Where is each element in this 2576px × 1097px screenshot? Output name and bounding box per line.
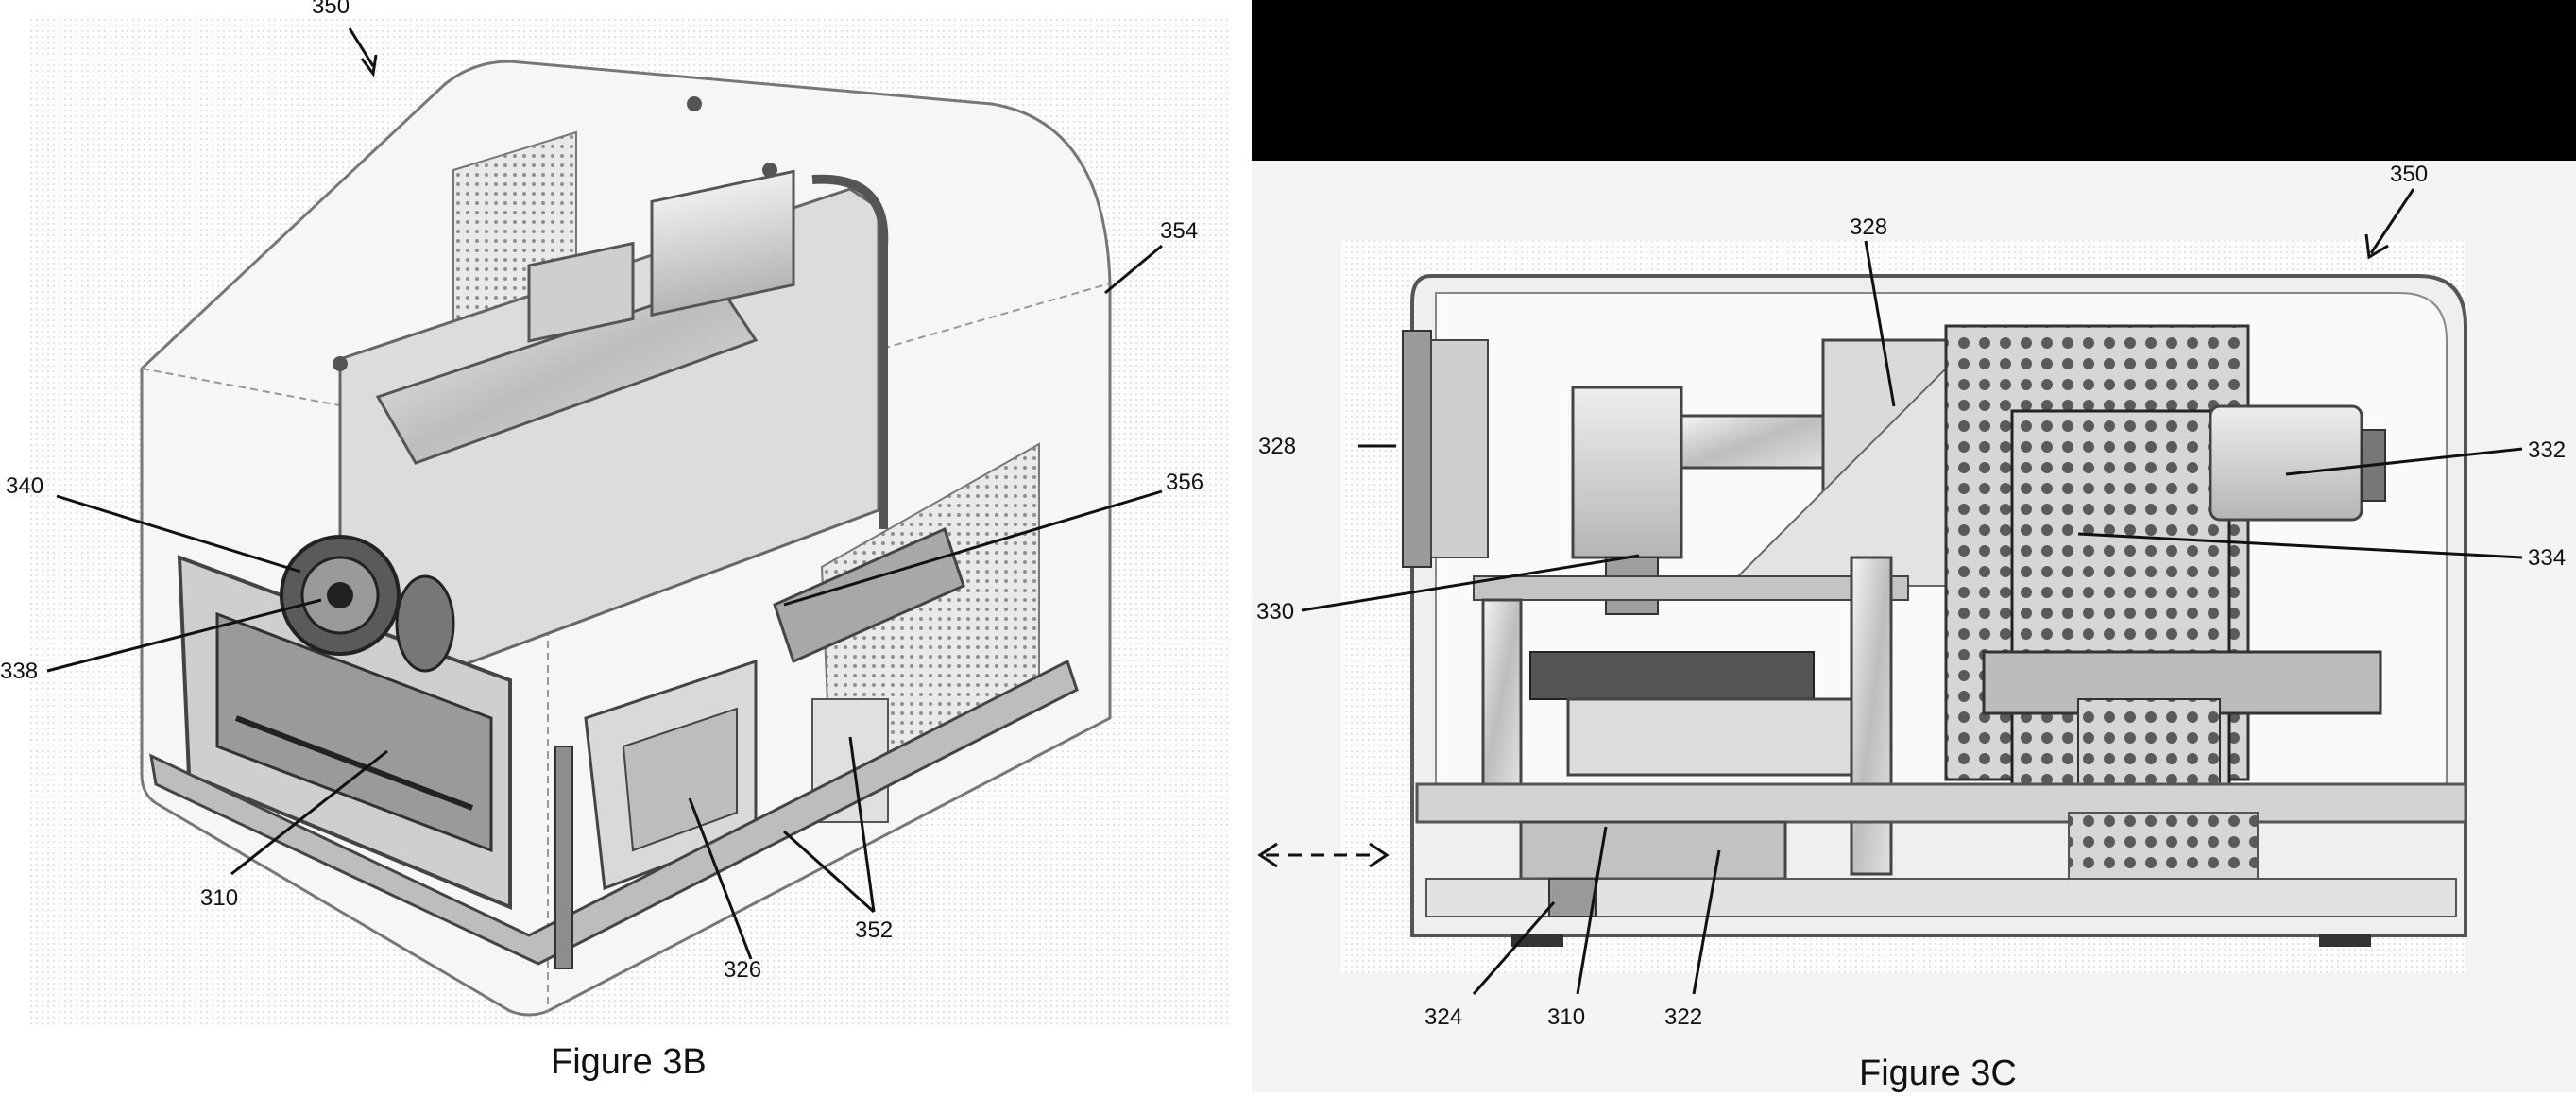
door-hinge-block [1430,339,1489,558]
lens-housing [527,241,635,343]
ref-label: 310 [1547,1004,1585,1030]
leader-330 [1301,554,1640,612]
motor-332 [2209,404,2363,522]
ref-label: 322 [1664,1004,1702,1030]
optical-column [1571,386,1683,559]
support-post [1850,556,1893,876]
ref-label: 350 [2390,162,2428,187]
housing-edge [141,283,1111,446]
black-band [1252,0,2576,161]
cartridge-deck [1529,651,1815,700]
front-slot [234,715,474,811]
leader-356 [783,489,1163,607]
drawer-322 [1519,820,1787,881]
leader-324 [1472,901,1556,995]
cartridge-face [622,707,738,852]
arrow-350 [360,54,378,77]
manifold-perforation [2077,698,2221,795]
figure-3c: 350 328 328 332 334 330 324 310 322 Figu… [1252,0,2576,1093]
pump-assembly [773,526,965,664]
leader-326 [688,797,753,960]
figure-caption: Figure 3B [551,1042,707,1082]
ref-label: 328 [1258,434,1296,459]
leader-352 [848,736,876,913]
ref-label: 334 [2528,545,2566,571]
leader-310 [1576,826,1608,995]
leader-328-top [1864,240,1896,407]
ref-label: 354 [1160,218,1198,244]
drawer-perforation [2068,812,2259,880]
ref-label: 326 [724,957,761,983]
housing-screw [687,96,702,111]
ref-label: 340 [6,473,43,499]
leader-350 [2369,188,2415,254]
arrow-head-left [1257,842,1278,868]
gear-center [327,582,353,608]
base-plate [149,659,1079,966]
frame-handle [811,174,889,529]
ref-label: 356 [1166,470,1203,495]
leader-310 [230,749,388,876]
stage-plate [1473,575,1909,601]
ref-label: 328 [1850,214,1887,240]
housing-screw [333,356,348,371]
leader-338 [46,598,322,673]
leader-352 [782,830,876,914]
door-panel [1402,330,1432,568]
drawer-rail [1415,782,2467,824]
leader-340 [56,494,301,574]
figure-caption: Figure 3C [1859,1054,2017,1092]
drawer-latch [1548,878,1597,917]
ref-label: 352 [855,917,893,943]
coupling-shaft [1680,414,1825,470]
motor-block [650,169,795,317]
leader-354 [1104,244,1163,295]
support-post [554,746,573,969]
cartridge-tray [1566,697,1853,777]
ref-label: 350 [312,0,350,19]
support-post [1481,598,1523,791]
arrow-350 [2364,233,2389,260]
ref-label: 324 [1424,1004,1462,1030]
shaft-collar [395,574,455,673]
leader-332 [2285,447,2523,476]
ref-label: 310 [200,885,238,911]
drawer-base [1425,878,2457,917]
leader-334 [2077,532,2523,559]
ref-label: 332 [2528,437,2566,463]
figure-3b: 350 354 340 356 338 310 326 352 Figure 3… [0,0,1228,1082]
arrow-head-right [1369,842,1390,868]
ref-label: 338 [0,659,38,684]
leader-322 [1692,849,1721,995]
ref-label: 330 [1256,599,1294,625]
leader-350 [348,27,375,67]
foot [2319,934,2371,947]
housing-screw [762,163,777,178]
